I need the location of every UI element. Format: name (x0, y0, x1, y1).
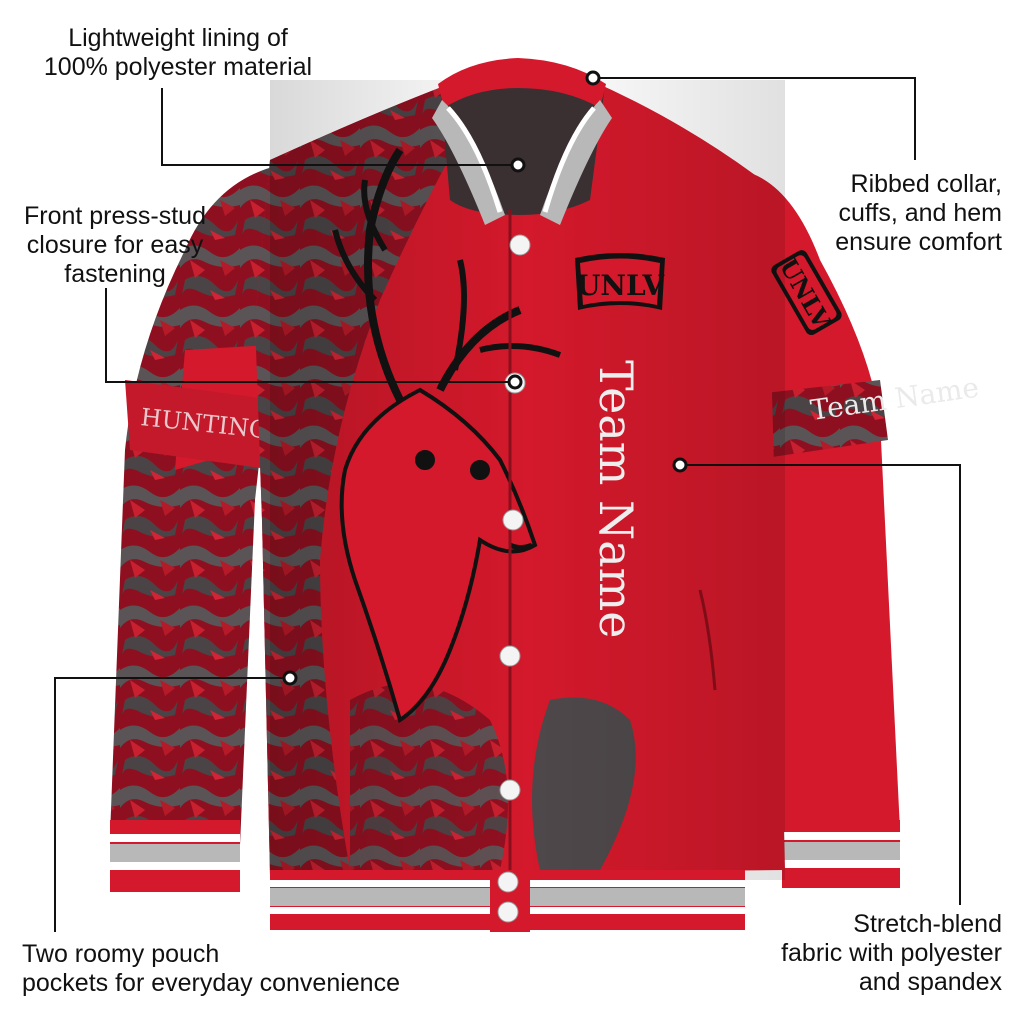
callout-stretch-line-3: and spandex (858, 968, 1002, 996)
callout-ribbed-line-2: cuffs, and hem (838, 199, 1002, 227)
callout-dots (282, 70, 688, 686)
stag-graphic (332, 147, 562, 724)
front-placket (497, 210, 531, 923)
callout-ribbed-line-3: ensure comfort (835, 228, 1002, 256)
chest-logo: UNLV (575, 253, 665, 310)
leader-lines (54, 77, 961, 932)
callout-press-line-2: closure for easy (26, 231, 204, 259)
callout-pockets: Two roomy pouch pockets for everyday con… (22, 940, 482, 998)
pocket-slit (698, 589, 717, 691)
collar (432, 58, 612, 225)
callout-press-line-1: Front press-stud (23, 202, 206, 230)
callout-pockets-line-2: pockets for everyday convenience (22, 969, 400, 997)
callout-ribbed: Ribbed collar, cuffs, and hem ensure com… (790, 170, 1002, 257)
callout-ribbed-line-1: Ribbed collar, (850, 170, 1002, 198)
left-sleeve: HUNTING (110, 165, 280, 892)
callout-lining-line-2: 100% polyester material (43, 53, 313, 81)
callout-stretch-line-2: fabric with polyester (781, 939, 1002, 967)
callout-lining: Lightweight lining of 100% polyester mat… (18, 24, 338, 82)
callout-press-stud: Front press-stud closure for easy fasten… (0, 202, 230, 289)
team-name-text: Team Name (589, 360, 643, 639)
callout-stretch: Stretch-blend fabric with polyester and … (740, 910, 1002, 997)
callout-lining-line-1: Lightweight lining of (68, 24, 288, 52)
callout-press-line-3: fastening (64, 260, 166, 288)
callout-pockets-line-1: Two roomy pouch (22, 940, 220, 968)
svg-text:UNLV: UNLV (576, 269, 665, 302)
callout-stretch-line-1: Stretch-blend (853, 910, 1002, 938)
